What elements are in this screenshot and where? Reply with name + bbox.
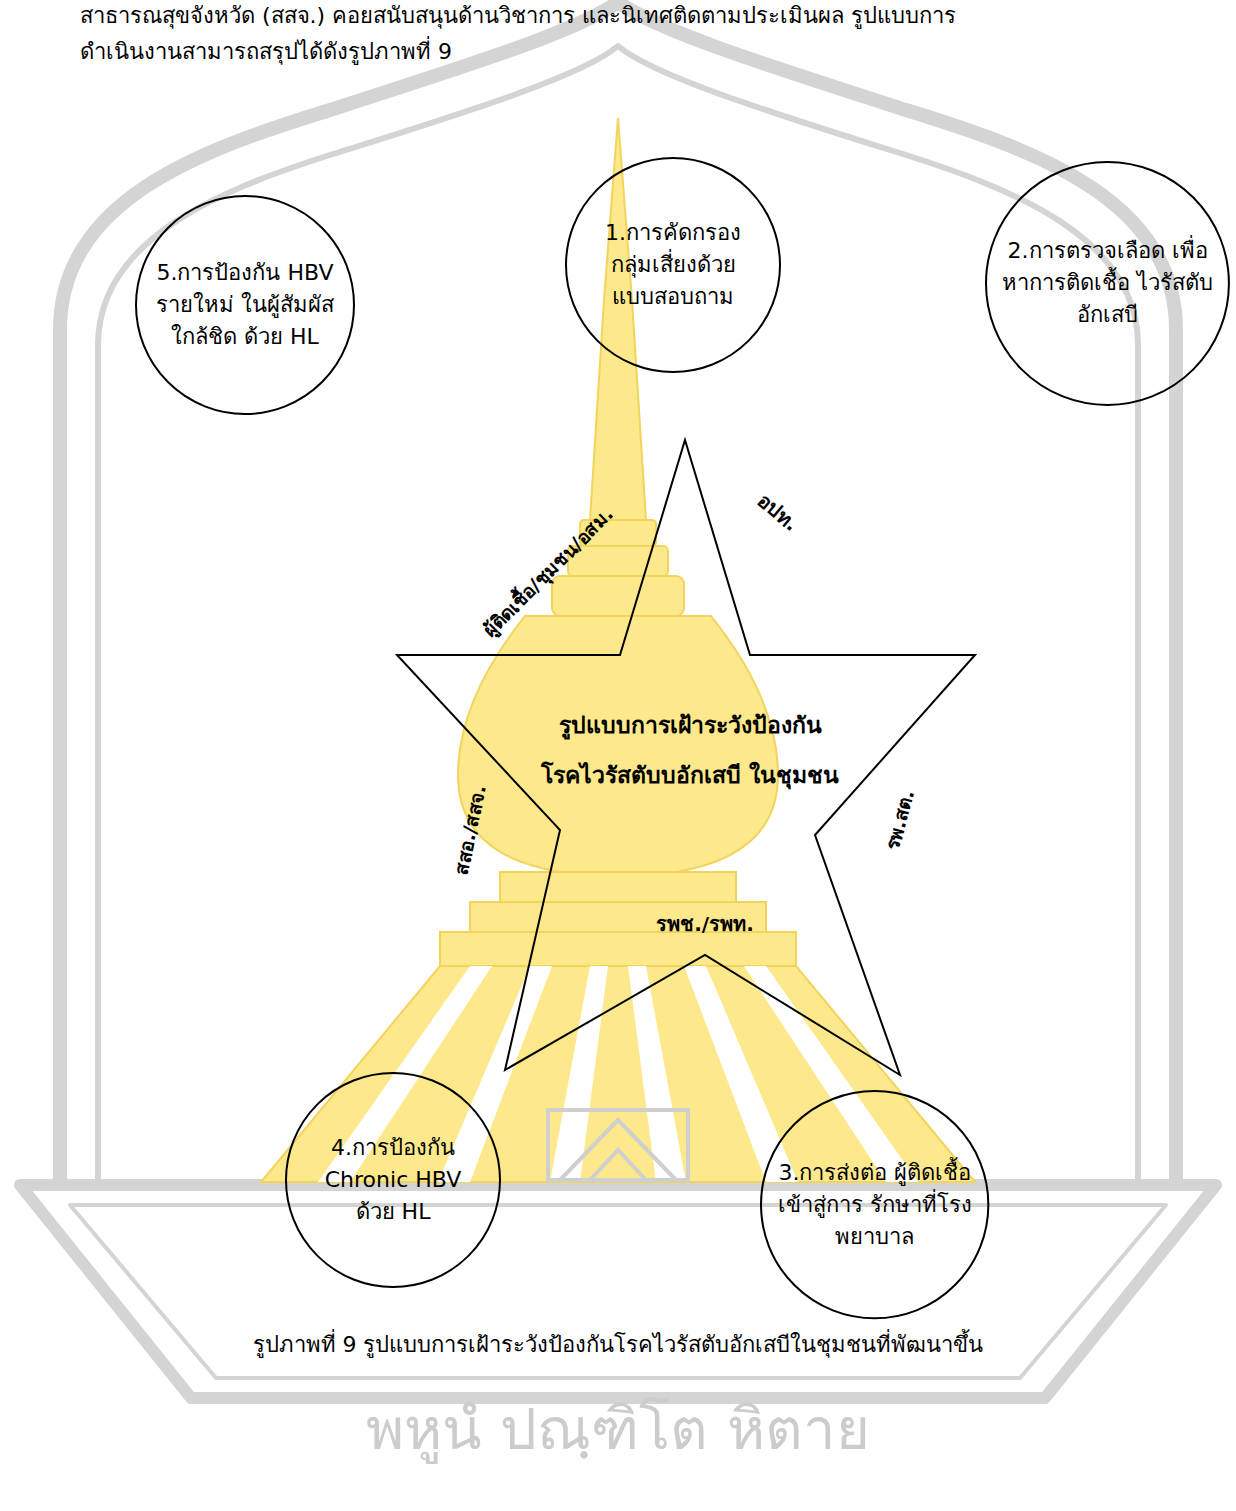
circle-text-block: 5.การป้องกัน HBV รายใหม่ ในผู้สัมผัสใกล้… [149,257,341,353]
step-circle: 3.การส่งต่อ ผู้ติดเชื้อเข้าสู่การ รักษาท… [760,1090,989,1319]
actor-label: ผู้ติดเชื้อ/ชุมชน/อสม. [478,502,619,643]
step-circle: 5.การป้องกัน HBV รายใหม่ ในผู้สัมผัสใกล้… [135,195,355,415]
actor-label: รพ.สต. [880,787,920,853]
circle-shape [286,1073,500,1287]
star-outline [397,440,975,1075]
actor-label: รพช./รพท. [656,911,754,937]
figure-caption: รูปภาพที่ 9 รูปแบบการเฝ้าระวังป้องกันโรค… [253,1331,984,1360]
circle-shape [986,162,1229,405]
step-text: 1.การคัดกรอง กลุ่มเสี่ยงด้วย แบบสอบถาม [597,217,749,313]
model-title: รูปแบบการเฝ้าระวังป้องกัน โรคไวรัสตับบอั… [540,700,840,800]
step-circle: 2.การตรวจเลือด เพื่อหาการติดเชื้อ ไวรัสต… [985,161,1230,406]
circle-text-block: 3.การส่งต่อ ผู้ติดเชื้อเข้าสู่การ รักษาท… [770,1157,980,1253]
step-text: 3.การส่งต่อ ผู้ติดเชื้อเข้าสู่การ รักษาท… [770,1157,980,1253]
circle-text-block: 4.การป้องกัน Chronic HBV ด้วย HL [319,1132,467,1228]
circle-text-block: 2.การตรวจเลือด เพื่อหาการติดเชื้อ ไวรัสต… [998,235,1218,331]
circle-shape [761,1091,988,1318]
actor-label: อปท. [752,487,804,536]
step-circle: 4.การป้องกัน Chronic HBV ด้วย HL [285,1072,501,1288]
circle-shape [566,158,780,372]
model-star: รูปแบบการเฝ้าระวังป้องกัน โรคไวรัสตับบอั… [397,440,975,1075]
watermark-motto: พหูนํ ปณฺฑิโต หิตาย [366,1392,870,1467]
step-text: 5.การป้องกัน HBV รายใหม่ ในผู้สัมผัสใกล้… [149,257,341,353]
step-text: 4.การป้องกัน Chronic HBV ด้วย HL [319,1132,467,1228]
star-shape [397,440,975,1075]
actor-label: สสอ./สสจ. [448,783,491,878]
step-text: 2.การตรวจเลือด เพื่อหาการติดเชื้อ ไวรัสต… [998,235,1218,331]
circle-shape [136,196,354,414]
step-circle: 1.การคัดกรอง กลุ่มเสี่ยงด้วย แบบสอบถาม [565,157,781,373]
circle-text-block: 1.การคัดกรอง กลุ่มเสี่ยงด้วย แบบสอบถาม [597,217,749,313]
body-text: สาธารณสุขจังหวัด (สสจ.) คอยสนับสนุนด้านว… [80,2,956,31]
body-text: ดำเนินงานสามารถสรุปได้ดังรูปภาพที่ 9 [80,38,452,67]
